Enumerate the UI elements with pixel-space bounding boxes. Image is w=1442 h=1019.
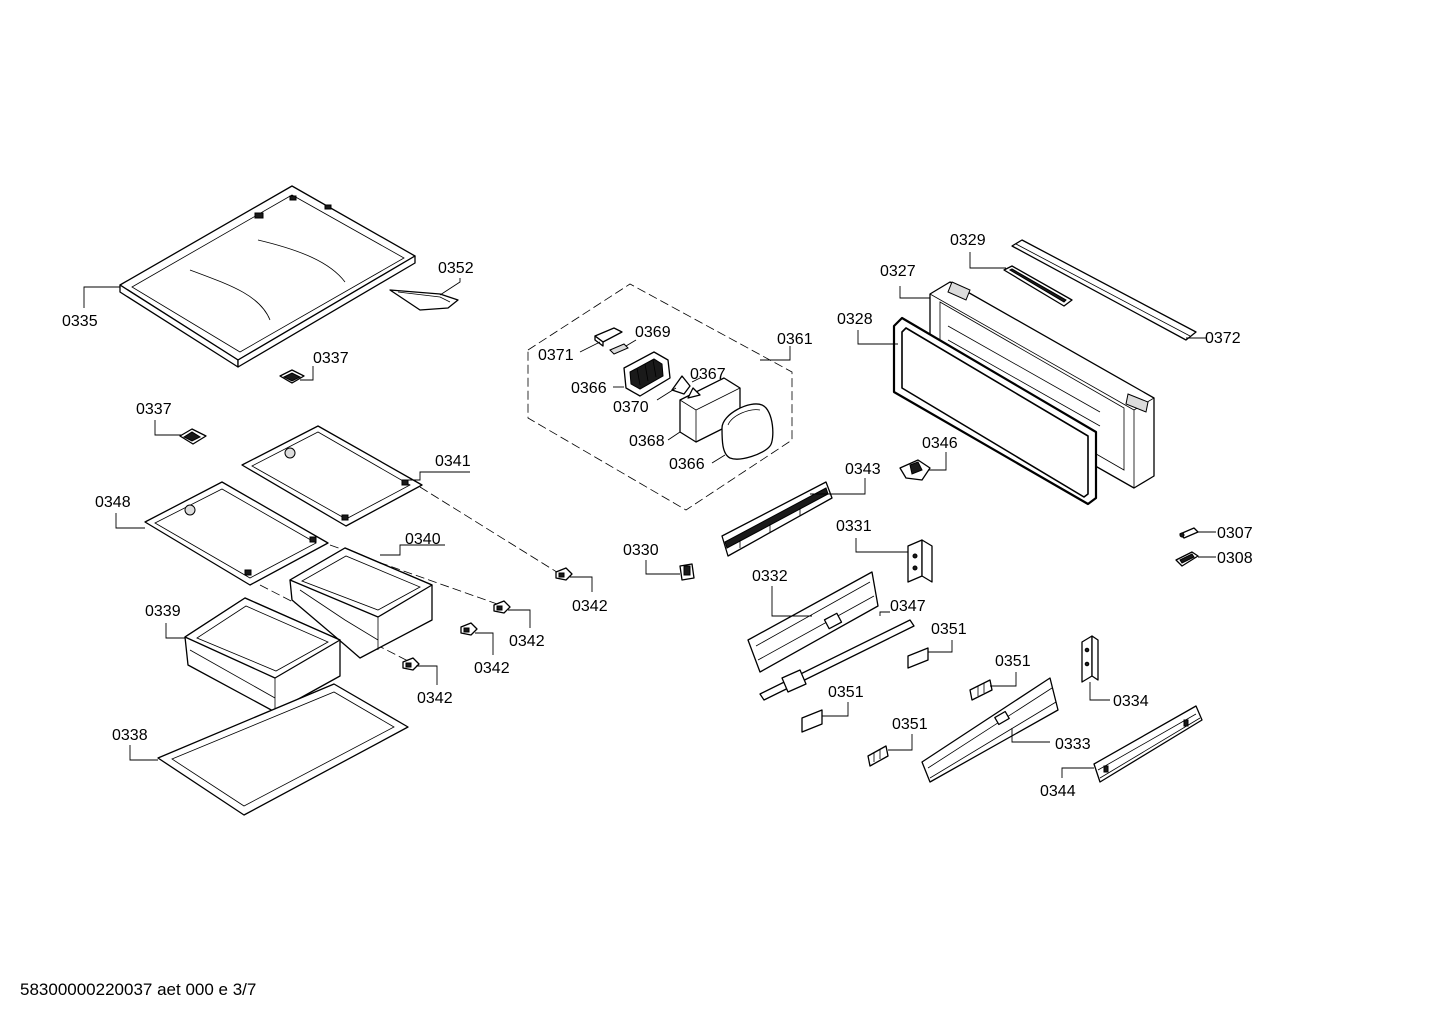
part-0370 <box>671 375 691 395</box>
label-0334: 0334 <box>1113 693 1149 710</box>
label-0344: 0344 <box>1040 783 1076 800</box>
part-0351-pad-b <box>801 709 823 733</box>
label-0335: 0335 <box>62 313 98 330</box>
label-0351-b: 0351 <box>828 684 864 701</box>
part-0351-pad-d <box>867 745 889 767</box>
label-0366-a: 0366 <box>571 380 607 397</box>
label-0329: 0329 <box>950 232 986 249</box>
label-0308: 0308 <box>1217 550 1253 567</box>
label-0333: 0333 <box>1055 736 1091 753</box>
label-0331: 0331 <box>836 518 872 535</box>
label-0342-a: 0342 <box>572 598 608 615</box>
label-0361: 0361 <box>777 331 813 348</box>
label-0342-c: 0342 <box>474 660 510 677</box>
document-code: 58300000220037 aet 000 e 3/7 <box>20 980 257 999</box>
label-0352: 0352 <box>438 260 474 277</box>
label-0351-a: 0351 <box>931 621 967 638</box>
label-0340: 0340 <box>405 531 441 548</box>
label-0328: 0328 <box>837 311 873 328</box>
label-0372: 0372 <box>1205 330 1241 347</box>
part-0347-rod <box>759 619 915 701</box>
kit-0361-boundary <box>527 283 793 511</box>
part-0307 <box>1179 527 1199 539</box>
part-0351-pad-a <box>907 647 929 669</box>
part-0338-frame <box>157 683 409 816</box>
label-0341: 0341 <box>435 453 471 470</box>
part-0346 <box>899 459 931 481</box>
part-0352-bracket <box>389 289 459 311</box>
part-0371 <box>594 327 623 347</box>
part-0372-strip <box>1011 239 1197 341</box>
part-0337-clip-a <box>279 369 305 384</box>
part-0342-clip-a <box>555 567 573 581</box>
part-0340-drawer <box>289 547 433 659</box>
label-0367: 0367 <box>690 366 726 383</box>
label-0366-b: 0366 <box>669 456 705 473</box>
part-0337-clip-b <box>179 428 207 445</box>
part-0344-rail <box>1093 705 1203 783</box>
label-0338: 0338 <box>112 727 148 744</box>
part-0333-rail <box>921 677 1059 783</box>
label-0368: 0368 <box>629 433 665 450</box>
part-0366-cover <box>721 403 774 460</box>
label-0370: 0370 <box>613 399 649 416</box>
label-0307: 0307 <box>1217 525 1253 542</box>
part-0351-pad-c <box>969 679 993 701</box>
label-0337-b: 0337 <box>136 401 172 418</box>
label-0351-c: 0351 <box>995 653 1031 670</box>
part-0335-shelf-frame <box>119 185 416 368</box>
label-0343: 0343 <box>845 461 881 478</box>
label-0332: 0332 <box>752 568 788 585</box>
part-0308 <box>1175 551 1199 567</box>
label-0342-d: 0342 <box>417 690 453 707</box>
part-0330 <box>679 563 695 581</box>
part-0342-clip-b <box>493 600 511 614</box>
part-0329-bar <box>1003 265 1073 307</box>
part-0331-bracket <box>907 539 933 583</box>
label-0339: 0339 <box>145 603 181 620</box>
part-0342-clip-c <box>460 622 478 636</box>
part-0348-glass-shelf <box>144 481 329 586</box>
label-0342-b: 0342 <box>509 633 545 650</box>
label-0330: 0330 <box>623 542 659 559</box>
part-0328-gasket <box>892 316 1098 506</box>
label-0337-a: 0337 <box>313 350 349 367</box>
part-0332-rail <box>747 571 879 673</box>
label-0346: 0346 <box>922 435 958 452</box>
label-0369: 0369 <box>635 324 671 341</box>
label-0348: 0348 <box>95 494 131 511</box>
part-0366-filter-holder <box>623 351 671 397</box>
part-0334-bracket <box>1081 635 1099 683</box>
part-0341-glass-shelf <box>241 425 423 527</box>
part-0343-rail <box>721 481 833 557</box>
part-0369 <box>609 343 629 355</box>
label-0347: 0347 <box>890 598 926 615</box>
part-0339-drawer <box>184 597 341 713</box>
label-0327: 0327 <box>880 263 916 280</box>
label-0351-d: 0351 <box>892 716 928 733</box>
part-0342-clip-d <box>402 657 420 671</box>
label-0371: 0371 <box>538 347 574 364</box>
